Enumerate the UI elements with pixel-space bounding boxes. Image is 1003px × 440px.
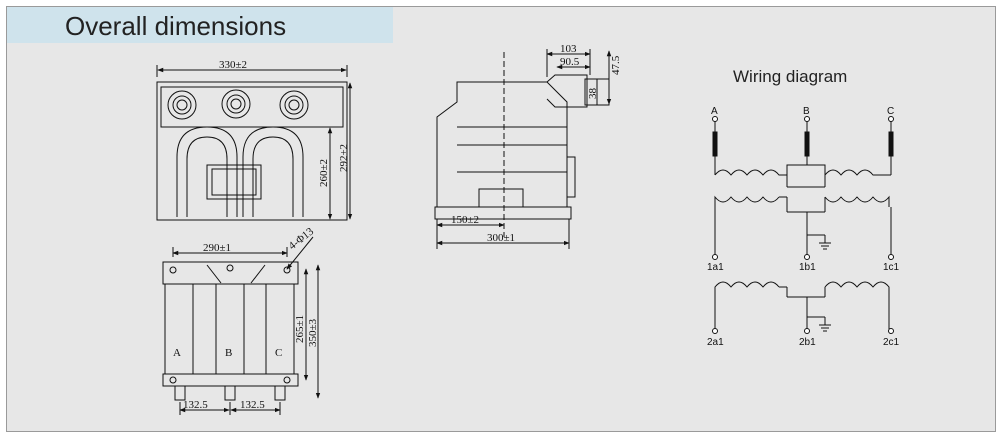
pitch-left-dim: 132.5 (183, 399, 208, 411)
terminal-1c1: 1c1 (883, 262, 900, 273)
wiring-diagram (712, 120, 894, 332)
bottom-phase-a: A (173, 347, 181, 359)
page-title: Overall dimensions (65, 11, 287, 41)
terminal-1b1: 1b1 (799, 262, 816, 273)
terminal-2c1: 2c1 (883, 337, 900, 348)
bottom-view (162, 236, 321, 415)
top-inner-height-dim: 260±2 (318, 159, 330, 187)
bottom-inner-height-dim: 265±1 (294, 315, 306, 343)
drawing-panel: Overall dimensions (6, 6, 996, 432)
terminal-2a1: 2a1 (707, 337, 724, 348)
technical-drawing: 330±2 260±2 292±2 (156, 43, 900, 415)
dim-300: 300±1 (487, 232, 515, 244)
top-width-dim: 330±2 (219, 59, 247, 71)
side-view (434, 49, 612, 249)
bottom-outer-height-dim: 350±3 (307, 318, 319, 347)
pitch-right-dim: 132.5 (240, 399, 265, 411)
bottom-width-dim: 290±1 (203, 242, 231, 254)
dim-103: 103 (560, 43, 577, 55)
dim-90-5: 90.5 (560, 56, 580, 68)
dim-150: 150±2 (451, 214, 479, 226)
terminal-circles (712, 116, 894, 334)
terminal-1a1: 1a1 (707, 262, 724, 273)
wiring-phase-c: C (887, 106, 894, 117)
wiring-phase-b: B (803, 106, 810, 117)
dim-47-5: 47.5 (610, 55, 622, 75)
wiring-phase-a: A (711, 106, 718, 117)
top-view (156, 65, 353, 221)
terminal-2b1: 2b1 (799, 337, 816, 348)
dim-38: 38 (587, 88, 599, 100)
header-band: Overall dimensions (7, 7, 393, 43)
bottom-phase-b: B (225, 347, 232, 359)
wiring-title: Wiring diagram (733, 67, 847, 86)
top-outer-height-dim: 292±2 (338, 144, 350, 172)
bottom-phase-c: C (275, 347, 282, 359)
